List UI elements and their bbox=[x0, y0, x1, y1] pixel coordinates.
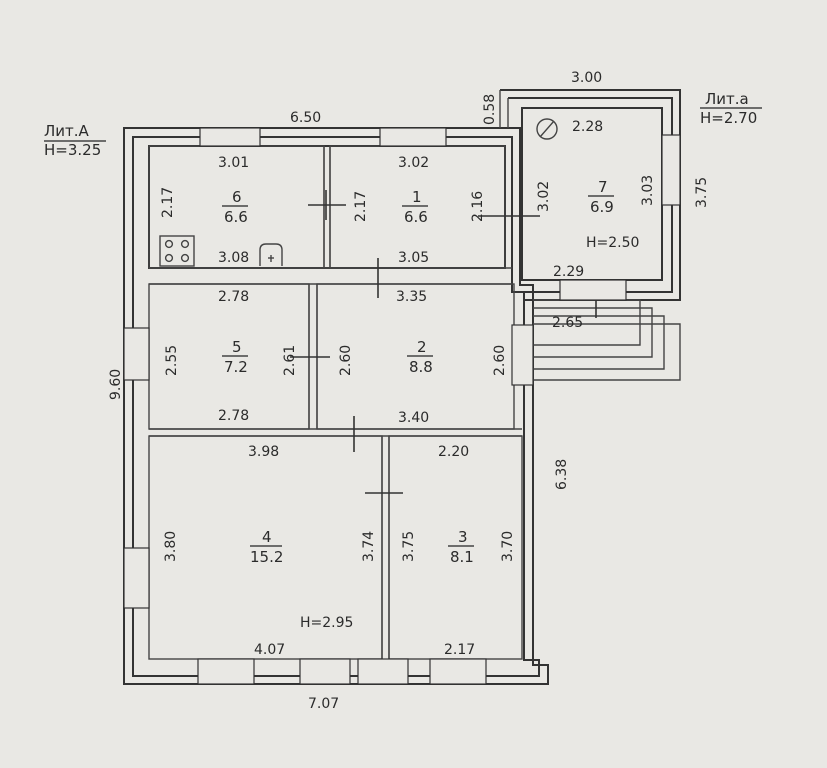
room-2-top: 3.35 bbox=[396, 289, 427, 305]
room-4-top: 3.98 bbox=[248, 444, 279, 460]
room-5-right: 2.61 bbox=[282, 345, 298, 376]
room-5-left: 2.55 bbox=[164, 345, 180, 376]
room-3: 2.20 3.75 3.70 2.17 3 8.1 bbox=[401, 444, 516, 658]
lit-a-small-label: Лит.а bbox=[705, 90, 749, 108]
room-6-bottom: 3.08 bbox=[218, 250, 249, 266]
bottom-width: 7.07 bbox=[308, 696, 339, 712]
room-3-right: 3.70 bbox=[500, 531, 516, 562]
interior-walls bbox=[148, 145, 523, 660]
room-2-right: 2.60 bbox=[492, 345, 508, 376]
room-6: 3.01 2.17 3.08 6 6.6 bbox=[160, 155, 249, 266]
room-1-right: 2.16 bbox=[470, 191, 486, 222]
annex-offset: 0.58 bbox=[482, 94, 498, 125]
room-7-left: 3.02 bbox=[536, 181, 552, 212]
doors bbox=[290, 190, 597, 494]
room-2-left: 2.60 bbox=[338, 345, 354, 376]
room-3-left: 3.75 bbox=[401, 531, 417, 562]
room-7-right: 3.03 bbox=[640, 175, 656, 206]
room-3-top: 2.20 bbox=[438, 444, 469, 460]
height-a-small-label: H=2.70 bbox=[700, 109, 757, 127]
room-4-left: 3.80 bbox=[163, 531, 179, 562]
room-2-area: 8.8 bbox=[409, 358, 433, 376]
room-7-bottom: 2.29 bbox=[553, 264, 584, 280]
stove-icon bbox=[159, 235, 195, 267]
height-a-label: H=3.25 bbox=[44, 141, 101, 159]
room-2-bottom: 3.40 bbox=[398, 410, 429, 426]
room-3-bottom: 2.17 bbox=[444, 642, 475, 658]
porch-width: 2.65 bbox=[552, 315, 583, 331]
room-5-bottom: 2.78 bbox=[218, 408, 249, 424]
room-5-top: 2.78 bbox=[218, 289, 249, 305]
room-6-area: 6.6 bbox=[224, 208, 248, 226]
room-7-number: 7 bbox=[598, 178, 608, 196]
room-3-number: 3 bbox=[458, 528, 468, 546]
room-5-number: 5 bbox=[232, 338, 242, 356]
left-height: 9.60 bbox=[108, 369, 124, 400]
main-height: H=2.95 bbox=[300, 615, 353, 631]
sink-icon bbox=[259, 243, 283, 266]
room-4-right: 3.74 bbox=[361, 531, 377, 562]
room-1-bottom: 3.05 bbox=[398, 250, 429, 266]
room-4-bottom: 4.07 bbox=[254, 642, 285, 658]
porch bbox=[533, 299, 681, 381]
right-height: 6.38 bbox=[554, 459, 570, 490]
room-1-top: 3.02 bbox=[398, 155, 429, 171]
room-6-number: 6 bbox=[232, 188, 242, 206]
room-4: 3.98 3.80 3.74 4.07 4 15.2 bbox=[163, 444, 377, 658]
room-6-top: 3.01 bbox=[218, 155, 249, 171]
room-7-area: 6.9 bbox=[590, 198, 614, 216]
room-7: 2.28 3.02 3.03 2.29 7 6.9 bbox=[536, 119, 656, 280]
room-2-number: 2 bbox=[417, 338, 427, 356]
annex-height: H=2.50 bbox=[586, 235, 639, 251]
room-1-area: 6.6 bbox=[404, 208, 428, 226]
windows bbox=[123, 127, 681, 685]
top-width: 6.50 bbox=[290, 110, 321, 126]
room-4-number: 4 bbox=[262, 528, 272, 546]
annex-width: 3.00 bbox=[571, 70, 602, 86]
room-5: 2.78 2.55 2.61 2.78 5 7.2 bbox=[164, 289, 298, 424]
room-4-area: 15.2 bbox=[250, 548, 283, 566]
room-6-side: 2.17 bbox=[160, 187, 176, 218]
room-1: 3.02 2.17 2.16 3.05 1 6.6 bbox=[353, 155, 486, 266]
lit-a-label: Лит.А bbox=[44, 122, 90, 140]
room-3-area: 8.1 bbox=[450, 548, 474, 566]
room-7-top: 2.28 bbox=[572, 119, 603, 135]
room-5-area: 7.2 bbox=[224, 358, 248, 376]
annex-depth: 3.75 bbox=[694, 177, 710, 208]
room-1-left: 2.17 bbox=[353, 191, 369, 222]
room-1-number: 1 bbox=[412, 188, 422, 206]
room-2: 3.35 2.60 2.60 3.40 2 8.8 bbox=[338, 289, 508, 426]
boiler-icon bbox=[536, 118, 558, 140]
